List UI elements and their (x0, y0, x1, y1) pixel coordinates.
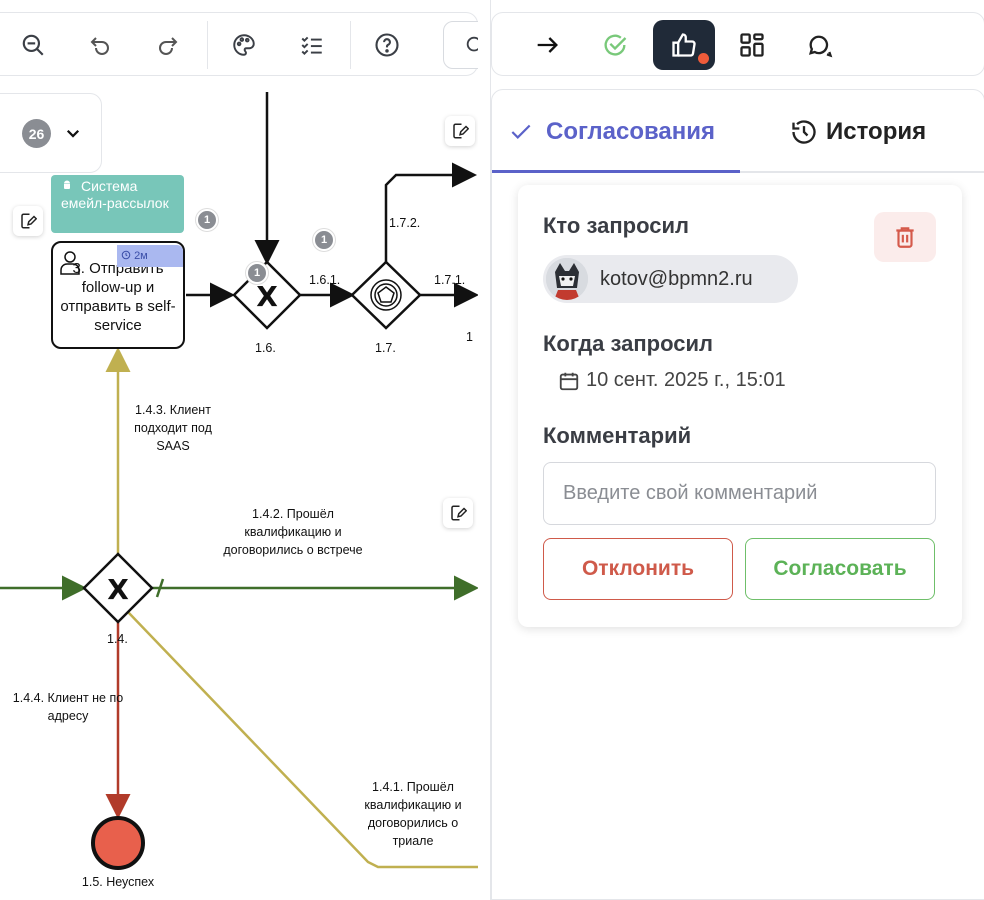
flow-label: 1.4.3. Клиент подходит под SAAS (134, 403, 212, 453)
check-icon (511, 124, 531, 139)
flow-label: 1 (466, 330, 473, 344)
search-input[interactable] (443, 21, 478, 69)
bpmn-canvas[interactable]: X X (0, 0, 478, 900)
flow-label: 1.7.1. (434, 273, 466, 287)
end-event-1-5 (91, 816, 145, 870)
approval-panel: Согласования История Кто запросил kotov@… (490, 0, 984, 900)
flow-label: 1.6.1. (309, 273, 341, 287)
requested-by-title: Кто запросил (543, 213, 689, 238)
count-badge[interactable]: 1 (196, 209, 218, 231)
svg-text:X: X (107, 573, 129, 606)
chevron-down-icon (66, 129, 80, 138)
avatar (546, 258, 588, 300)
comment-title: Комментарий (543, 423, 692, 448)
grid-icon[interactable] (721, 20, 783, 70)
tabs-container: Согласования История Кто запросил kotov@… (491, 89, 984, 900)
flow-label: 1.4.2. Прошёл квалификацию и договорилис… (223, 507, 363, 557)
tab-history[interactable]: История (790, 90, 926, 173)
history-icon (792, 119, 816, 144)
flow-label: 1.4.1. Прошёл квалификацию и договорилис… (364, 780, 462, 848)
task-3[interactable]: 2м 3. Отправить follow-up и отправить в … (51, 241, 185, 349)
gateway-1-7 (350, 260, 422, 330)
user-icon (60, 251, 80, 275)
tab-approvals[interactable]: Согласования (508, 90, 715, 173)
count-badge[interactable]: 1 (246, 262, 268, 284)
check-circle-icon[interactable] (584, 20, 646, 70)
gateway-label: 1.7. (375, 341, 396, 355)
gateway-label: 1.6. (255, 341, 276, 355)
palette-icon[interactable] (226, 27, 262, 63)
system-tag[interactable]: Система емейл-рассылок (51, 175, 184, 233)
tabs: Согласования История (492, 90, 984, 173)
comment-input[interactable] (543, 462, 936, 525)
default-flow-mark (155, 578, 165, 598)
requested-at-value: 10 сент. 2025 г., 15:01 (586, 369, 786, 391)
canvas-toolbar (0, 12, 478, 76)
calendar-icon (559, 372, 579, 390)
flow-line (384, 162, 477, 262)
panel-toolbar (491, 12, 984, 76)
notification-dot (698, 53, 709, 64)
undo-icon[interactable] (82, 27, 118, 63)
zoom-out-icon[interactable] (15, 27, 51, 63)
approval-card: Кто запросил kotov@bpmn2.ru Когда запрос… (518, 185, 962, 627)
requester-email: kotov@bpmn2.ru (600, 267, 753, 290)
arrow-right-icon[interactable] (516, 20, 578, 70)
chat-icon[interactable] (789, 20, 851, 70)
requested-at-row: 10 сент. 2025 г., 15:01 (558, 369, 786, 392)
flow-label: 1.4.4. Клиент не по адресу (12, 691, 124, 723)
gateway-1-4: X (82, 552, 154, 624)
timer-badge: 2м (117, 245, 183, 267)
trash-icon (896, 227, 914, 248)
gateway-label: 1.4. (107, 632, 128, 646)
flow-line (127, 611, 478, 869)
android-icon (61, 178, 75, 195)
counter-dropdown[interactable]: 26 (0, 93, 102, 173)
count-badge[interactable]: 1 (313, 229, 335, 251)
requested-at-title: Когда запросил (543, 331, 713, 356)
requester-chip[interactable]: kotov@bpmn2.ru (543, 255, 798, 303)
svg-text:X: X (256, 280, 278, 313)
edit-icon[interactable] (445, 116, 475, 146)
reject-button[interactable]: Отклонить (543, 538, 733, 600)
counter-badge: 26 (22, 119, 51, 148)
approve-button[interactable]: Согласовать (745, 538, 935, 600)
end-event-label: 1.5. Неуспех (81, 875, 155, 889)
redo-icon[interactable] (150, 27, 186, 63)
help-icon[interactable] (369, 27, 405, 63)
system-tag-label: Система емейл-рассылок (61, 178, 169, 211)
delete-button[interactable] (874, 212, 936, 262)
active-tab-indicator (492, 170, 740, 173)
thumbs-up-icon[interactable] (653, 20, 715, 70)
edit-icon[interactable] (443, 498, 473, 528)
edit-icon[interactable] (13, 206, 43, 236)
checklist-icon[interactable] (294, 27, 330, 63)
clock-icon (121, 250, 131, 260)
flow-label: 1.7.2. (389, 216, 421, 230)
